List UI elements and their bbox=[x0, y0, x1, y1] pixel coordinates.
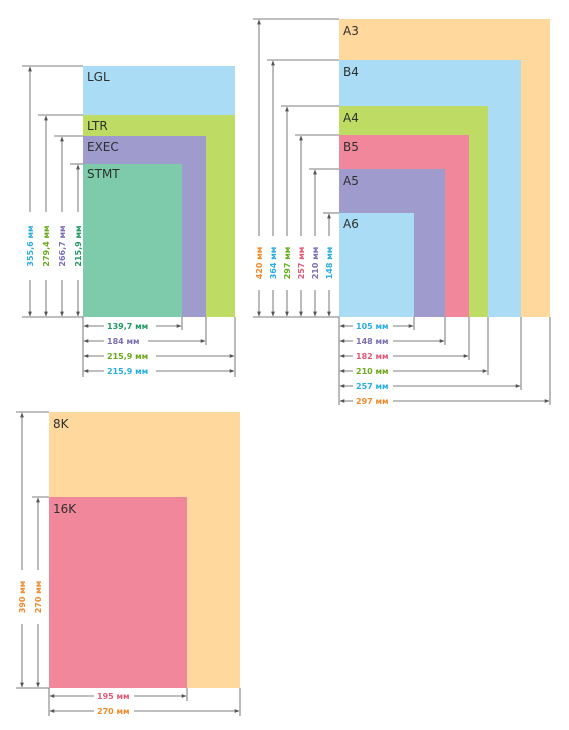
a5-width-label: 148 мм bbox=[356, 337, 389, 346]
exec-height-label: 266,7 мм bbox=[58, 225, 67, 266]
lgl-height-label: 355,6 мм bbox=[26, 225, 35, 266]
stmt-sheet bbox=[83, 164, 182, 317]
b5-height-label: 257 мм bbox=[297, 247, 306, 280]
a4-label: A4 bbox=[343, 111, 359, 125]
iso-extension-lines bbox=[253, 18, 551, 405]
ltr-height-label: 279,4 мм bbox=[42, 225, 51, 266]
us-height-dimensions bbox=[28, 66, 80, 317]
lgl-width-label: 215,9 мм bbox=[107, 367, 148, 376]
b5-label: B5 bbox=[343, 140, 359, 154]
us-extension-lines bbox=[22, 65, 236, 377]
b5-width-label: 182 мм bbox=[356, 352, 389, 361]
stmt-width-label: 139,7 мм bbox=[107, 322, 148, 331]
a5-label: A5 bbox=[343, 174, 359, 188]
a3-width-label: 297 мм bbox=[356, 397, 389, 406]
ltr-width-label: 215,9 мм bbox=[107, 352, 148, 361]
lgl-label: LGL bbox=[87, 70, 110, 84]
b4-width-label: 257 мм bbox=[356, 382, 389, 391]
a6-width-label: 105 мм bbox=[356, 322, 389, 331]
a3-height-label: 420 мм bbox=[255, 247, 264, 280]
b4-height-label: 364 мм bbox=[269, 247, 278, 280]
exec-label: EXEC bbox=[87, 140, 119, 154]
k16-width-label: 195 мм bbox=[97, 692, 130, 701]
k8-width-label: 270 мм bbox=[97, 707, 130, 716]
a6-sheet bbox=[339, 213, 414, 317]
k-width-dimensions bbox=[49, 694, 240, 713]
exec-width-label: 184 мм bbox=[107, 337, 140, 346]
k16-height-label: 270 мм bbox=[34, 581, 43, 614]
stmt-label: STMT bbox=[87, 167, 120, 181]
iso-formats-group: A3 B4 A4 B5 A5 A6 bbox=[253, 18, 551, 406]
a5-height-label: 210 мм bbox=[311, 247, 320, 280]
a6-height-label: 148 мм bbox=[325, 247, 334, 280]
k8-label: 8K bbox=[53, 417, 70, 431]
k8-height-label: 390 мм bbox=[18, 581, 27, 614]
stmt-height-label: 215,9 мм bbox=[74, 225, 83, 266]
a6-label: A6 bbox=[343, 217, 359, 231]
k16-label: 16K bbox=[53, 502, 77, 516]
b4-label: B4 bbox=[343, 65, 359, 79]
a4-height-label: 297 мм bbox=[283, 247, 292, 280]
a3-label: A3 bbox=[343, 24, 359, 38]
k-formats-group: 8K 16K 390 мм 270 мм 195 мм 270 мм bbox=[16, 411, 241, 716]
ltr-label: LTR bbox=[87, 119, 108, 133]
a4-width-label: 210 мм bbox=[356, 367, 389, 376]
k16-sheet bbox=[49, 497, 187, 688]
k-extension-lines bbox=[16, 411, 241, 716]
k-height-dimensions bbox=[20, 412, 40, 688]
us-formats-group: LGL LTR EXEC STMT 355,6 мм 279,4 мм bbox=[22, 65, 236, 377]
us-width-dimensions bbox=[83, 324, 235, 373]
